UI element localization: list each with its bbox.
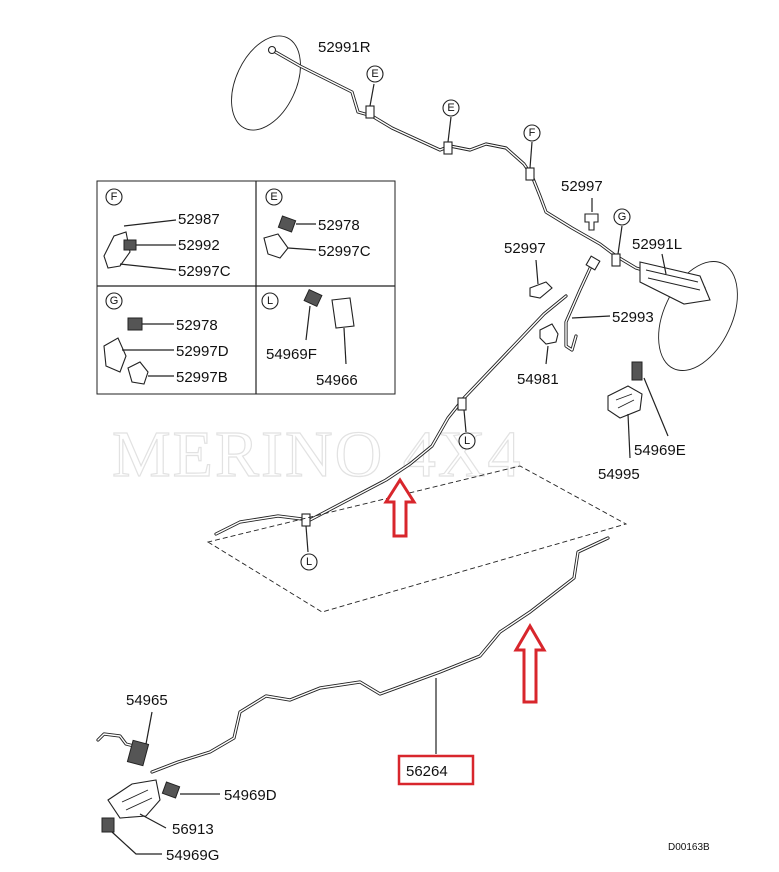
ref-l-callout (300, 553, 318, 571)
box-f-label-3: 52997C (178, 263, 231, 280)
box-e-ref (265, 188, 283, 206)
red-arrow-up (383, 477, 417, 538)
ref-e-callout (366, 65, 384, 83)
part-label-56264: 56264 (406, 763, 448, 780)
svg-text:F: F (111, 191, 118, 203)
ref-f-callout (523, 124, 541, 142)
red-arrow-up (513, 623, 547, 704)
watermark: MERINO 4X4 (112, 418, 523, 491)
clip-52997-mid (529, 281, 553, 299)
part-label-54969d: 54969D (224, 787, 277, 804)
part-label-52993: 52993 (612, 309, 654, 326)
sensor-54969e (631, 361, 643, 381)
right-wheel-outline (658, 261, 738, 371)
pipe-clip (443, 141, 453, 155)
svg-text:L: L (464, 435, 470, 447)
sensor-54969g (101, 817, 115, 833)
box-l-label-1: 54969F (266, 346, 317, 363)
svg-text:G: G (110, 295, 119, 307)
clip-part (263, 233, 289, 259)
junction-block (639, 261, 711, 305)
ref-l-callout (458, 432, 476, 450)
box-l-label-2: 54966 (316, 372, 358, 389)
ref-g-callout (613, 208, 631, 226)
clip-part (127, 361, 149, 385)
part-54981 (539, 323, 559, 345)
part-label-54969g: 54969G (166, 847, 219, 864)
svg-text:L: L (267, 295, 273, 307)
pipe-clip (457, 397, 467, 411)
box-f-ref (105, 188, 123, 206)
svg-text:L: L (306, 556, 312, 568)
part-label-52991r: 52991R (318, 39, 371, 56)
bracket-54995 (607, 385, 643, 419)
bracket-56913 (107, 779, 161, 819)
part-label-52997-mid: 52997 (504, 240, 546, 257)
part-label-52991l: 52991L (632, 236, 682, 253)
part-label-54981: 54981 (517, 371, 559, 388)
box-f-label-2: 52992 (178, 237, 220, 254)
ref-e-callout (442, 99, 460, 117)
pipe-end-fitting (267, 45, 277, 55)
svg-text:G: G (618, 211, 627, 223)
brake-pipe-56264 (150, 536, 610, 774)
svg-text:E: E (447, 102, 454, 114)
box-g-label-3: 52997B (176, 369, 228, 386)
sensor-54965 (126, 739, 150, 767)
box-g-ref (105, 292, 123, 310)
svg-text:E: E (371, 68, 378, 80)
sensor-54969d (161, 781, 181, 799)
box-e-label-2: 52997C (318, 243, 371, 260)
highlight-box-56264 (397, 754, 475, 786)
box-f-label-1: 52987 (178, 211, 220, 228)
svg-text:F: F (529, 127, 536, 139)
clip-part (331, 297, 355, 329)
pipe-clip (611, 253, 621, 267)
flex-hose-52993 (564, 262, 594, 352)
part-label-56913: 56913 (172, 821, 214, 838)
box-e-label-1: 52978 (318, 217, 360, 234)
part-label-54995: 54995 (598, 466, 640, 483)
clip-52997 (584, 213, 599, 231)
detail-panel (96, 180, 396, 395)
pipe-clip (365, 105, 375, 119)
box-g-label-1: 52978 (176, 317, 218, 334)
part-label-54965: 54965 (126, 692, 168, 709)
left-wheel-outline (231, 35, 301, 131)
part-label-54969e: 54969E (634, 442, 686, 459)
box-g-label-2: 52997D (176, 343, 229, 360)
pipe-clip (525, 167, 535, 181)
chassis-outline (206, 465, 628, 613)
pipe-clip (301, 513, 311, 527)
diagram-code: D00163B (668, 842, 710, 853)
clip-part (103, 337, 127, 373)
svg-text:E: E (270, 191, 277, 203)
box-l-ref (261, 292, 279, 310)
part-label-52997: 52997 (561, 178, 603, 195)
